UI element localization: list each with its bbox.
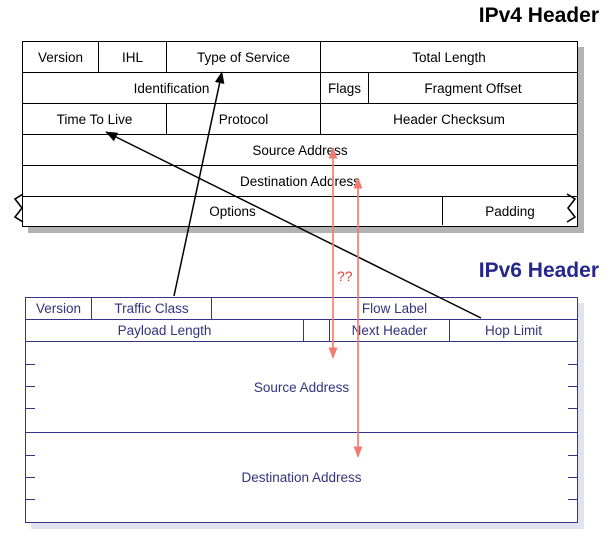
ipv6-source-tick-right-1	[568, 364, 577, 365]
ipv6-field-traffic-class: Traffic Class	[92, 298, 212, 319]
ipv4-field-protocol: Protocol	[167, 104, 321, 134]
ipv4-field-identification: Identification	[23, 73, 321, 103]
ipv6-source-tick-left-1	[26, 364, 35, 365]
ipv4-field-time-to-live: Time To Live	[23, 104, 167, 134]
ipv6-header-title: IPv6 Header	[478, 259, 599, 282]
ipv6-destination-tick-right-1	[568, 455, 577, 456]
ipv6-field-spacer	[304, 320, 330, 341]
ipv6-row-4: Destination Address	[26, 433, 577, 521]
ipv6-header-table: Version Traffic Class Flow Label Payload…	[25, 297, 578, 523]
ipv6-field-destination-address: Destination Address	[241, 469, 362, 485]
ipv6-source-tick-left-3	[26, 408, 35, 409]
ipv4-field-padding: Padding	[485, 203, 535, 219]
ipv4-field-options: Options	[23, 197, 443, 225]
ipv6-source-tick-right-2	[568, 386, 577, 387]
ipv4-header-title: IPv4 Header	[478, 4, 599, 27]
ipv6-field-hop-limit: Hop Limit	[484, 323, 543, 338]
ipv4-field-ihl: IHL	[99, 42, 167, 72]
ipv4-field-destination-address: Destination Address	[239, 173, 361, 189]
ipv6-field-flow-label: Flow Label	[361, 301, 428, 316]
ipv4-row-2: Identification Flags Fragment Offset	[23, 73, 577, 104]
ipv6-field-source-address: Source Address	[253, 379, 350, 395]
ipv6-field-payload-length: Payload Length	[26, 320, 304, 341]
ipv6-source-tick-left-2	[26, 386, 35, 387]
ipv4-field-header-checksum: Header Checksum	[393, 111, 505, 127]
ipv4-field-fragment-offset: Fragment Offset	[424, 80, 522, 96]
ipv4-field-type-of-service: Type of Service	[167, 42, 321, 72]
ipv4-row-1: Version IHL Type of Service Total Length	[23, 42, 577, 73]
ipv4-field-version: Version	[23, 42, 99, 72]
ipv6-row-3: Source Address	[26, 342, 577, 433]
ipv6-destination-tick-left-3	[26, 499, 35, 500]
ipv4-field-source-address: Source Address	[252, 142, 348, 158]
ipv6-destination-tick-left-2	[26, 477, 35, 478]
ipv4-row-4: Source Address	[23, 135, 577, 166]
ipv4-row-3: Time To Live Protocol Header Checksum	[23, 104, 577, 135]
ipv6-destination-tick-right-3	[568, 499, 577, 500]
ipv4-row-6: Options Padding	[23, 197, 577, 225]
ipv6-row-1: Version Traffic Class Flow Label	[26, 298, 577, 320]
ipv6-destination-tick-left-1	[26, 455, 35, 456]
ipv4-field-flags: Flags	[321, 73, 369, 103]
ipv6-field-version: Version	[26, 298, 92, 319]
unknown-mapping-label: ??	[337, 268, 353, 284]
ipv6-field-next-header: Next Header	[330, 320, 450, 341]
ipv6-row-2: Payload Length Next Header Hop Limit	[26, 320, 577, 342]
ipv6-source-tick-right-3	[568, 408, 577, 409]
ipv6-destination-tick-right-2	[568, 477, 577, 478]
ipv4-header-table: Version IHL Type of Service Total Length…	[22, 41, 578, 227]
ipv4-row-5: Destination Address	[23, 166, 577, 197]
ipv4-field-total-length: Total Length	[412, 49, 486, 65]
